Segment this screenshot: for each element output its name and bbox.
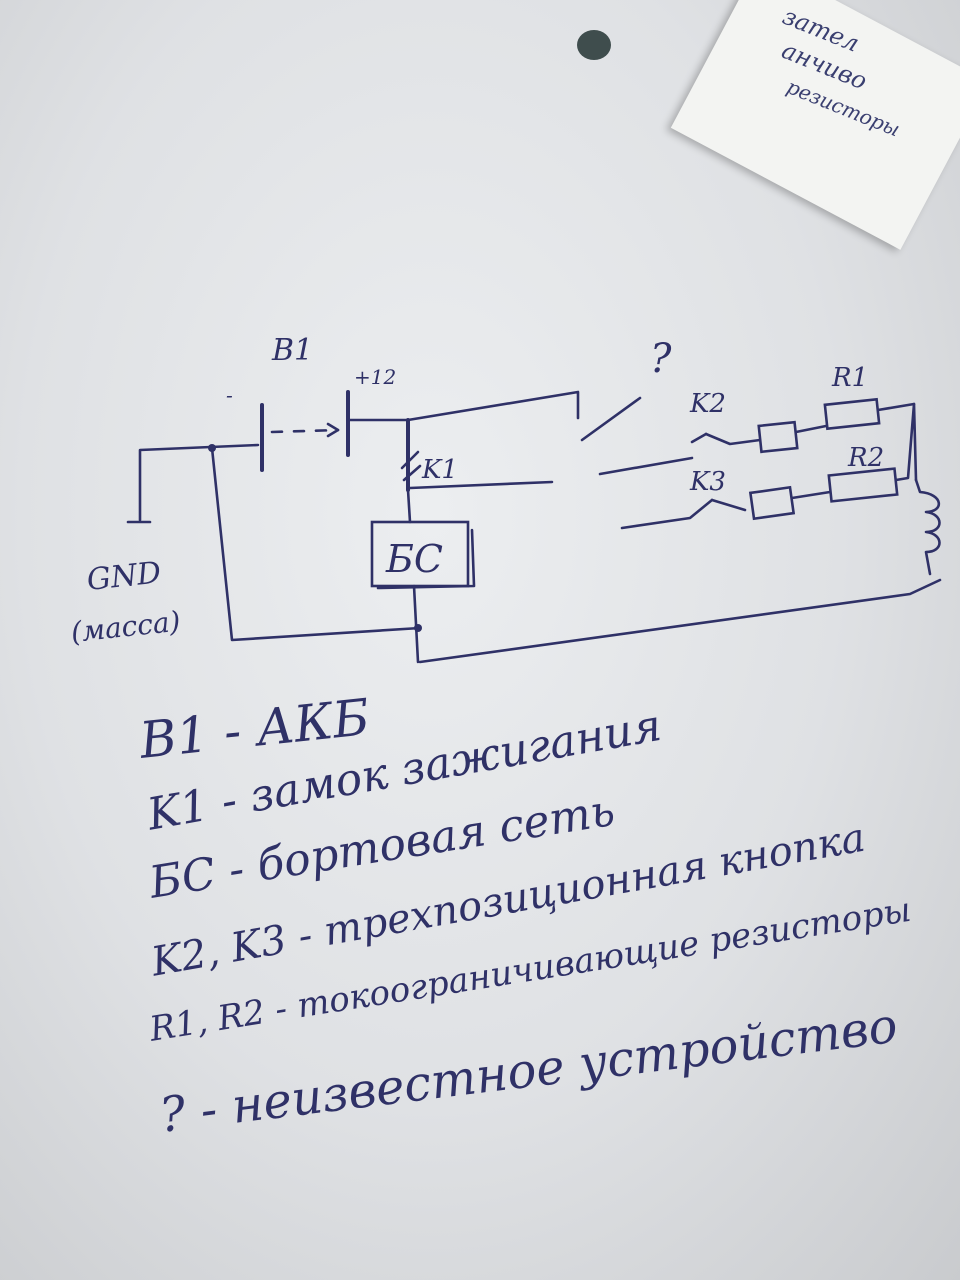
junction-left — [208, 444, 216, 452]
wire-top-rail — [348, 390, 580, 422]
k1-switch-mark — [400, 450, 422, 482]
wire-k1-to-bc — [406, 488, 412, 524]
battery-plus-label: +12 — [354, 365, 396, 389]
resistor-r2 — [827, 467, 899, 503]
battery-label: B1 — [271, 333, 313, 368]
gnd-label: GND — [85, 555, 163, 598]
wire-gnd-top — [138, 443, 260, 522]
bc-shadow — [376, 528, 476, 590]
unknown-switch — [580, 396, 642, 442]
r2-label: R2 — [847, 443, 884, 473]
coil — [914, 478, 941, 576]
battery-minus-label: - — [226, 383, 233, 407]
fuse-upper — [757, 420, 799, 454]
wire-k3-out — [710, 498, 747, 512]
bc-label: БС — [385, 537, 443, 581]
wire-k2-out — [704, 432, 762, 446]
junction-bottom — [414, 624, 422, 632]
k3-label: K3 — [689, 467, 726, 497]
wire-fuse-upper — [794, 424, 828, 434]
wire-bc-down — [412, 584, 420, 664]
wire-bottom-return — [418, 578, 942, 664]
k2-label: K2 — [689, 389, 726, 419]
punch-hole — [577, 30, 611, 60]
k1-label: K1 — [421, 455, 458, 485]
battery-link — [270, 428, 340, 434]
wire-fuse-lower — [790, 490, 832, 500]
wire-k1-out — [408, 480, 554, 490]
wire-r2-out — [894, 402, 918, 482]
fuse-lower — [748, 485, 796, 521]
r1-label: R1 — [831, 363, 868, 393]
wire-r1-out — [876, 402, 916, 412]
k2-switch — [598, 432, 708, 476]
unknown-label: ? — [650, 336, 672, 382]
k3-switch — [620, 498, 714, 530]
wire-gnd-return — [210, 446, 422, 642]
battery-arrow — [326, 422, 340, 438]
